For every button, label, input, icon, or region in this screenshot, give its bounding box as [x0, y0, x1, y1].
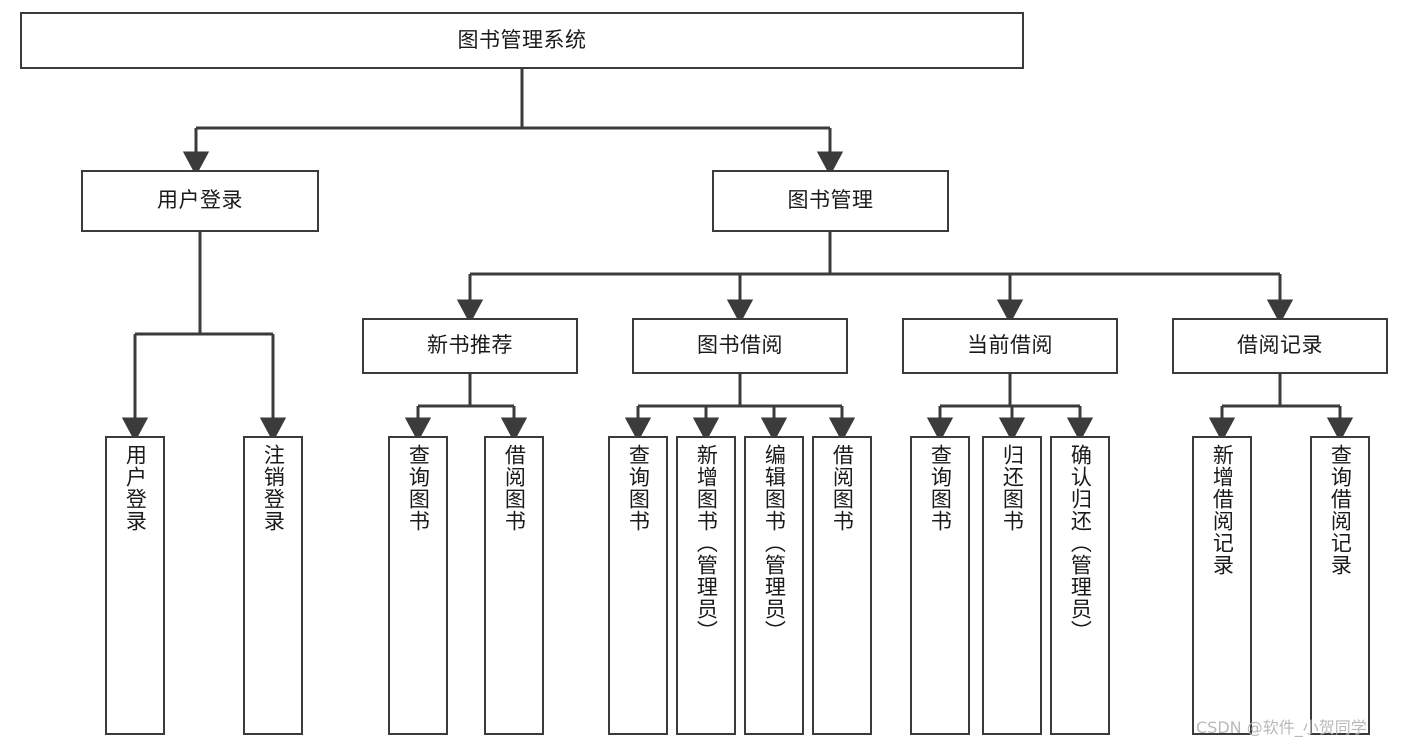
node-label: 借阅记录	[1237, 333, 1323, 358]
leaf-add-book-admin[interactable]: 新增图书（管理员）	[676, 436, 736, 735]
watermark: CSDN @软件_小贺同学	[1196, 718, 1367, 737]
node-label: 查询图书	[406, 444, 431, 532]
node-label: 确认归还（管理员）	[1068, 444, 1093, 642]
node-label: 图书管理	[787, 188, 874, 213]
node-root-system[interactable]: 图书管理系统	[20, 12, 1024, 69]
leaf-borrow-book-recommend[interactable]: 借阅图书	[484, 436, 544, 735]
node-label: 用户登录	[123, 444, 148, 532]
node-label: 当前借阅	[967, 333, 1053, 358]
node-book-management[interactable]: 图书管理	[712, 170, 949, 232]
leaf-query-book-current[interactable]: 查询图书	[910, 436, 970, 735]
node-borrow-record[interactable]: 借阅记录	[1172, 318, 1388, 374]
node-label: 用户登录	[157, 188, 243, 213]
node-label: 查询借阅记录	[1328, 444, 1353, 576]
node-new-book-recommend[interactable]: 新书推荐	[362, 318, 578, 374]
leaf-query-book-recommend[interactable]: 查询图书	[388, 436, 448, 735]
leaf-logout[interactable]: 注销登录	[243, 436, 303, 735]
node-label: 借阅图书	[502, 444, 527, 532]
node-label: 查询图书	[928, 444, 953, 532]
leaf-query-book-borrow[interactable]: 查询图书	[608, 436, 668, 735]
node-label: 新书推荐	[427, 333, 513, 358]
leaf-user-login[interactable]: 用户登录	[105, 436, 165, 735]
node-label: 归还图书	[1000, 444, 1025, 532]
node-label: 编辑图书（管理员）	[762, 444, 787, 642]
node-label: 新增图书（管理员）	[694, 444, 719, 642]
leaf-confirm-return-admin[interactable]: 确认归还（管理员）	[1050, 436, 1110, 735]
leaf-query-borrow-record[interactable]: 查询借阅记录	[1310, 436, 1370, 735]
node-label: 借阅图书	[830, 444, 855, 532]
node-label: 图书管理系统	[457, 27, 587, 52]
node-book-borrow[interactable]: 图书借阅	[632, 318, 848, 374]
node-current-borrow[interactable]: 当前借阅	[902, 318, 1118, 374]
leaf-add-borrow-record[interactable]: 新增借阅记录	[1192, 436, 1252, 735]
node-label: 图书借阅	[697, 333, 783, 358]
node-label: 注销登录	[261, 444, 286, 532]
node-label: 新增借阅记录	[1210, 444, 1235, 576]
node-label: 查询图书	[626, 444, 651, 532]
leaf-return-book[interactable]: 归还图书	[982, 436, 1042, 735]
leaf-edit-book-admin[interactable]: 编辑图书（管理员）	[744, 436, 804, 735]
node-user-login[interactable]: 用户登录	[81, 170, 319, 232]
leaf-borrow-book[interactable]: 借阅图书	[812, 436, 872, 735]
